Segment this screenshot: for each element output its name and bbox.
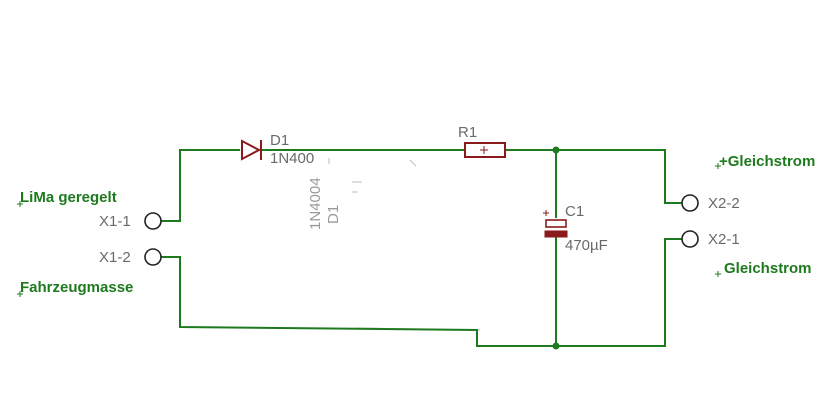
pin-x2-1-label: X2-1 xyxy=(708,231,740,248)
resistor-name-label: R1 xyxy=(458,124,477,141)
net-label-plus-marker xyxy=(715,163,721,169)
wire-bottom-left xyxy=(157,256,556,347)
net-label-lima-marker xyxy=(17,201,23,207)
diode-name-rotated: D1 xyxy=(325,205,342,224)
capacitor-value-label: 470µF xyxy=(565,237,608,254)
capacitor-plate-bottom xyxy=(544,230,568,238)
pin-x2-2-label: X2-2 xyxy=(708,195,740,212)
capacitor-name-label: C1 xyxy=(565,203,584,220)
pin-x2-1-circle xyxy=(681,230,699,248)
net-label-minus: Gleichstrom xyxy=(724,260,812,277)
net-label-masse-marker xyxy=(17,291,23,297)
wire-bottom-right xyxy=(556,238,682,347)
junction-top xyxy=(552,146,560,154)
pin-x1-1[interactable] xyxy=(144,212,162,230)
junction-bottom xyxy=(552,342,560,350)
pin-x1-2[interactable] xyxy=(144,248,162,266)
wire-top-left xyxy=(157,149,240,222)
wire-network xyxy=(157,149,682,347)
pin-x2-1[interactable] xyxy=(681,230,699,248)
net-label-lima: LiMa geregelt xyxy=(20,189,117,206)
wire-top-right xyxy=(556,149,682,204)
capacitor-plate-top xyxy=(545,219,567,228)
diode-value-rotated: 1N4004 xyxy=(307,177,324,230)
diode-triangle xyxy=(241,139,262,161)
diode-value-label: 1N400 xyxy=(270,150,314,167)
net-label-minus-marker xyxy=(715,271,721,277)
background-artifacts xyxy=(352,149,481,331)
pin-x1-2-label: X1-2 xyxy=(99,249,131,266)
pin-x2-2[interactable] xyxy=(681,194,699,212)
net-label-masse: Fahrzeugmasse xyxy=(20,279,133,296)
diode-d1[interactable] xyxy=(241,139,262,161)
pin-x1-2-circle xyxy=(144,248,162,266)
pin-x1-1-circle xyxy=(144,212,162,230)
net-label-plus: +Gleichstrom xyxy=(719,153,815,170)
resistor-r1[interactable] xyxy=(464,142,506,158)
diode-name-label: D1 xyxy=(270,132,289,149)
resistor-body xyxy=(464,142,506,158)
pin-x2-2-circle xyxy=(681,194,699,212)
capacitor-c1[interactable] xyxy=(543,210,568,238)
pin-x1-1-label: X1-1 xyxy=(99,213,131,230)
